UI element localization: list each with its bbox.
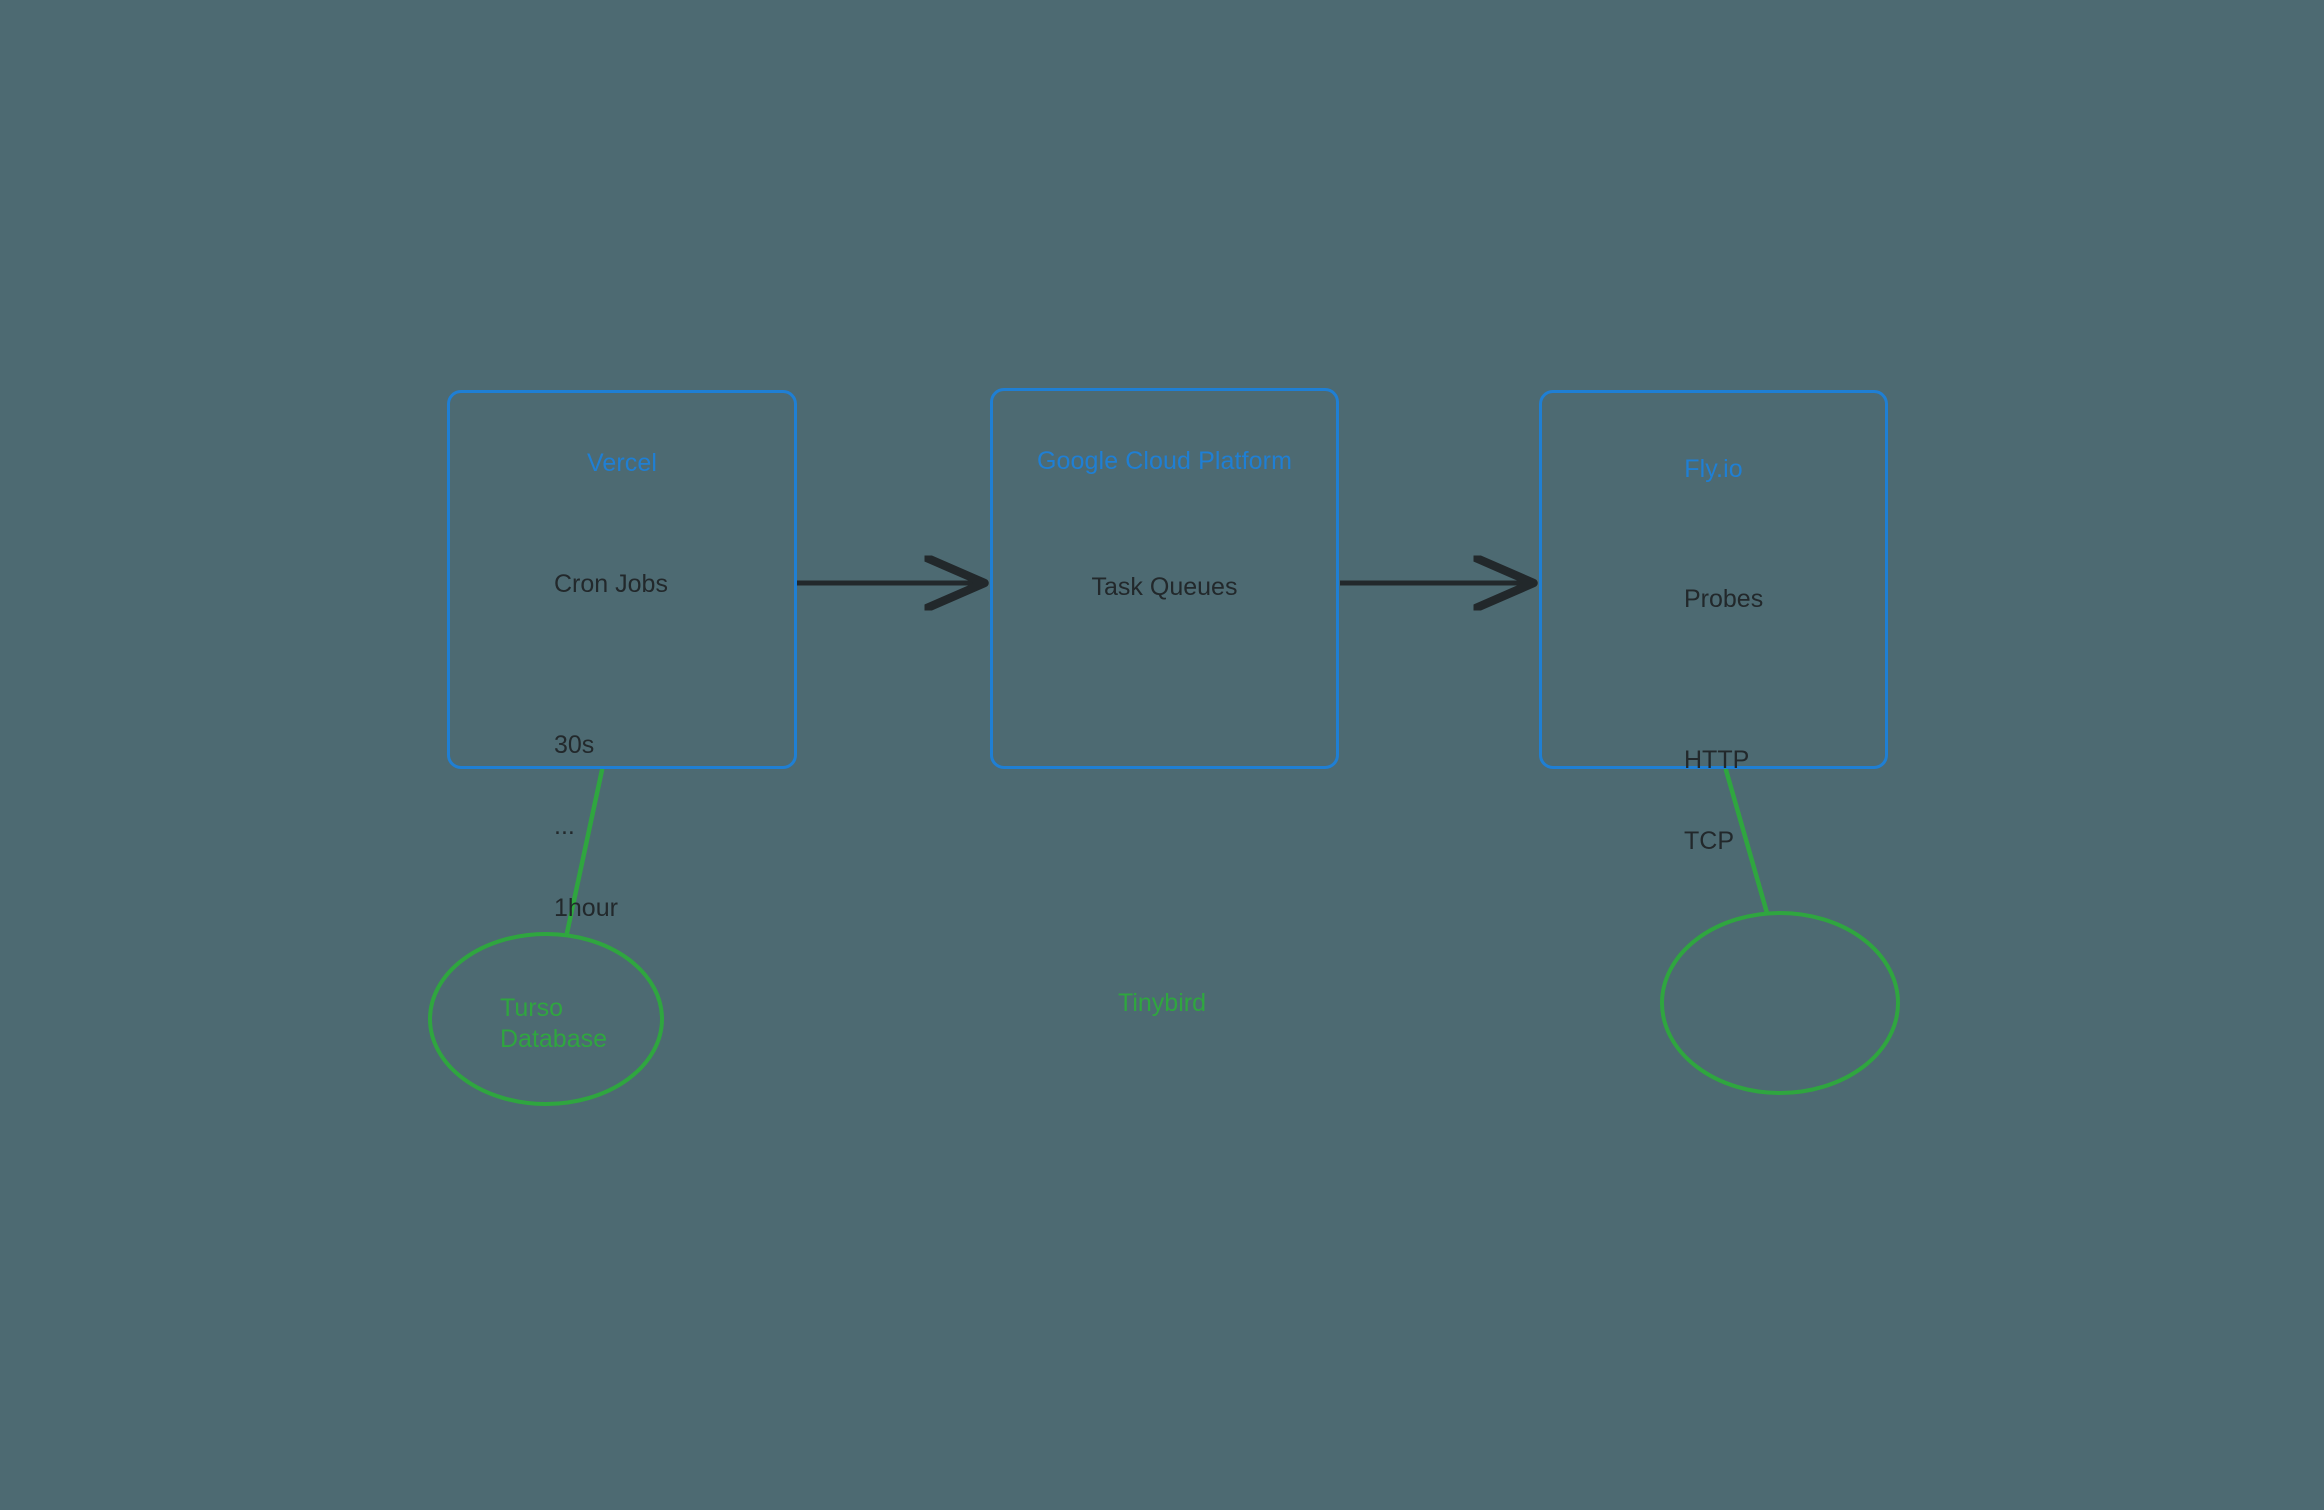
- node-flyio[interactable]: Fly.io Probes HTTP TCP: [1539, 390, 1888, 854]
- node-google-cloud-platform-line-task-queues: Task Queues: [1091, 573, 1238, 601]
- node-vercel-title: Vercel: [586, 449, 658, 477]
- node-vercel-line-cron-jobs: Cron Jobs: [554, 570, 668, 598]
- node-google-cloud-platform[interactable]: Google Cloud Platform Task Queues: [990, 388, 1339, 769]
- node-flyio-body-spacer: [1684, 669, 1763, 697]
- node-flyio-body: Probes HTTP TCP: [1684, 536, 1763, 911]
- node-flyio-line-probes: Probes: [1684, 585, 1764, 613]
- store-turso-database-label: Turso Database: [500, 994, 608, 1053]
- store-tinybird-label: Tinybird: [1118, 989, 1206, 1017]
- node-vercel-line-30s: 30s: [554, 730, 595, 759]
- node-google-cloud-platform-title: Google Cloud Platform: [1036, 447, 1292, 475]
- node-vercel[interactable]: Vercel Cron Jobs 30s ... 1hour: [447, 390, 797, 920]
- node-vercel-line-ellipsis: ...: [554, 812, 575, 840]
- node-vercel-body: Cron Jobs 30s ... 1hour: [554, 521, 668, 977]
- node-flyio-line-http: HTTP: [1684, 745, 1750, 774]
- node-vercel-body-spacer: [554, 654, 668, 682]
- node-flyio-line-tcp: TCP: [1684, 827, 1734, 855]
- node-vercel-line-1hour: 1hour: [554, 893, 618, 922]
- node-flyio-title: Fly.io: [1684, 455, 1743, 483]
